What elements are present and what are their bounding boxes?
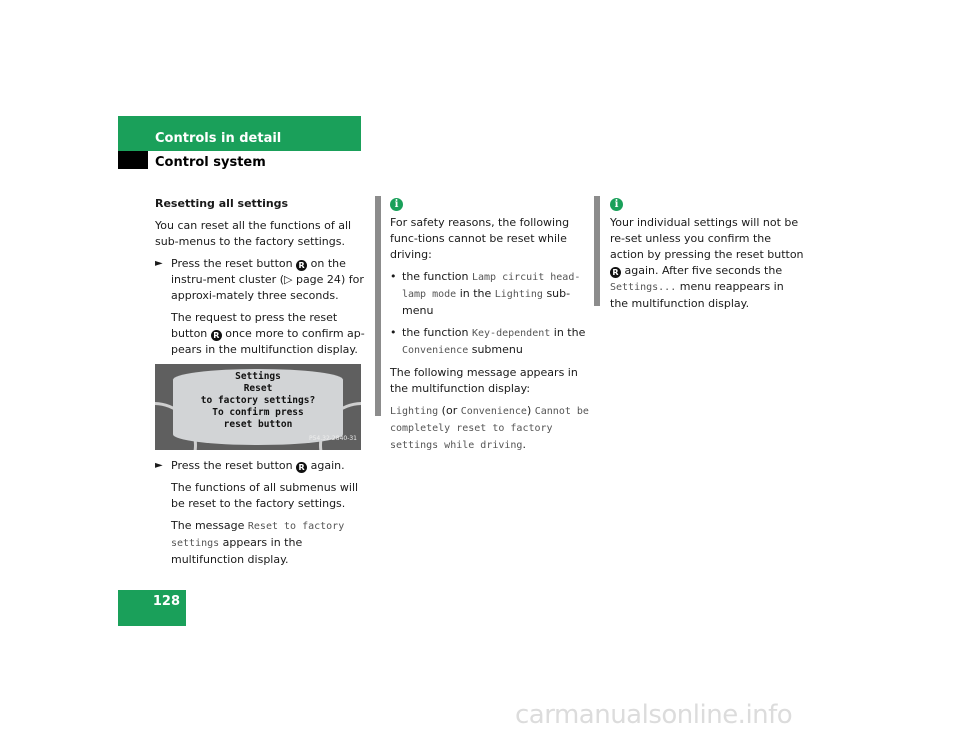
reset-button-icon: R [610,267,621,278]
message-part: (or [441,404,458,417]
display-message: Settings Reset to factory settings? To c… [155,371,361,431]
message-part: . [522,438,526,451]
list-item: • the function Lamp circuit head-lamp mo… [390,269,590,319]
step-1-text-b: on the instru-ment cluster ( [171,257,346,286]
display-line: Settings [235,371,281,382]
display-message-text: Lighting (or Convenience) Cannot be comp… [390,403,590,454]
step-2-text-b: again. [310,459,345,472]
list-item-text: the function [402,270,469,283]
display-screen [173,369,343,445]
step-1-text-a: Press the reset button [171,257,293,270]
header-band [118,116,361,151]
display-line: To confirm press [212,407,304,418]
step-2-text-a: Press the reset button [171,459,293,472]
step-1: ► Press the reset button R on the instru… [155,256,365,304]
info-text: Your individual settings will not be re-… [610,215,805,312]
function-name: Key-dependent [471,328,551,339]
page-number-box [118,590,186,626]
page-number: 128 [152,594,180,609]
step-2-note-2: The message Reset to factory settings ap… [155,518,365,568]
message-part: ) [526,404,532,417]
step-2-note-2-a: The message [171,519,245,532]
safety-note: i For safety reasons, the following func… [390,196,590,460]
display-message-text: Reset to factory settings [171,521,345,549]
message-part: Convenience [460,406,527,417]
section-title: Controls in detail [155,131,282,146]
list-item-text: submenu [471,343,523,356]
message-part: Lighting [390,406,439,417]
info-text-c: menu reappears in the multifunction disp… [610,280,784,310]
step-1-note-b: once more to confirm ap-pears in the mul… [171,327,365,356]
reset-button-icon: R [296,260,308,271]
step-arrow-icon: ► [155,258,163,269]
function-name: Lamp circuit head-lamp mode [402,272,581,300]
step-1-note: The request to press the reset button R … [155,310,365,358]
display-line: Reset [243,383,273,394]
list-item-text: the function [402,326,469,339]
multifunction-display-image: Settings Reset to factory settings? To c… [155,364,361,450]
step-1-note-a: The request to press the reset button [171,311,338,340]
image-reference: P54.32-2840-31 [308,435,357,442]
info-bar [375,196,381,416]
step-arrow-icon: ► [155,460,163,471]
step-1-text-c: ) for approxi-mately three seconds. [171,273,364,302]
info-icon: i [390,198,403,211]
info-text-a: Your individual settings will not be re-… [610,216,804,261]
step-2: ► Press the reset button R again. [155,458,365,474]
bullet-icon: • [390,326,397,339]
list-item-text: in the [553,326,586,339]
info-note: i Your individual settings will not be r… [610,196,805,318]
list-item-text: sub-menu [402,287,571,317]
info-text-b: again. After five seconds the [624,264,783,277]
display-line: to factory settings? [200,395,316,406]
page-reference-link[interactable]: ▷ page 24 [284,273,341,286]
reset-button-icon: R [296,462,308,473]
header-marker [118,151,148,169]
step-2-note-1: The functions of all submenus will be re… [171,481,359,510]
reset-button-icon: R [210,330,222,341]
info-bar [594,196,600,306]
list-item-text: in the [459,287,492,300]
message-intro: The following message appears in the mul… [390,366,578,395]
subsection-title: Control system [155,155,266,170]
safety-intro: For safety reasons, the following func-t… [390,216,570,261]
main-column: Resetting all settings You can reset all… [155,196,365,574]
list-item: • the function Key-dependent in the Conv… [390,325,590,359]
menu-name: Settings... [610,282,677,293]
bullet-icon: • [390,270,397,283]
watermark: carmanualsonline.info [515,700,793,730]
section-heading: Resetting all settings [155,197,289,210]
display-line: reset button [223,419,293,430]
info-icon: i [610,198,623,211]
submenu-name: Convenience [402,345,469,356]
step-2-note-2-b: appears in the multifunction display. [171,536,303,566]
intro-text: You can reset all the functions of all s… [155,219,352,248]
message-part: Cannot be completely reset to factory se… [390,406,589,451]
submenu-name: Lighting [494,289,543,300]
